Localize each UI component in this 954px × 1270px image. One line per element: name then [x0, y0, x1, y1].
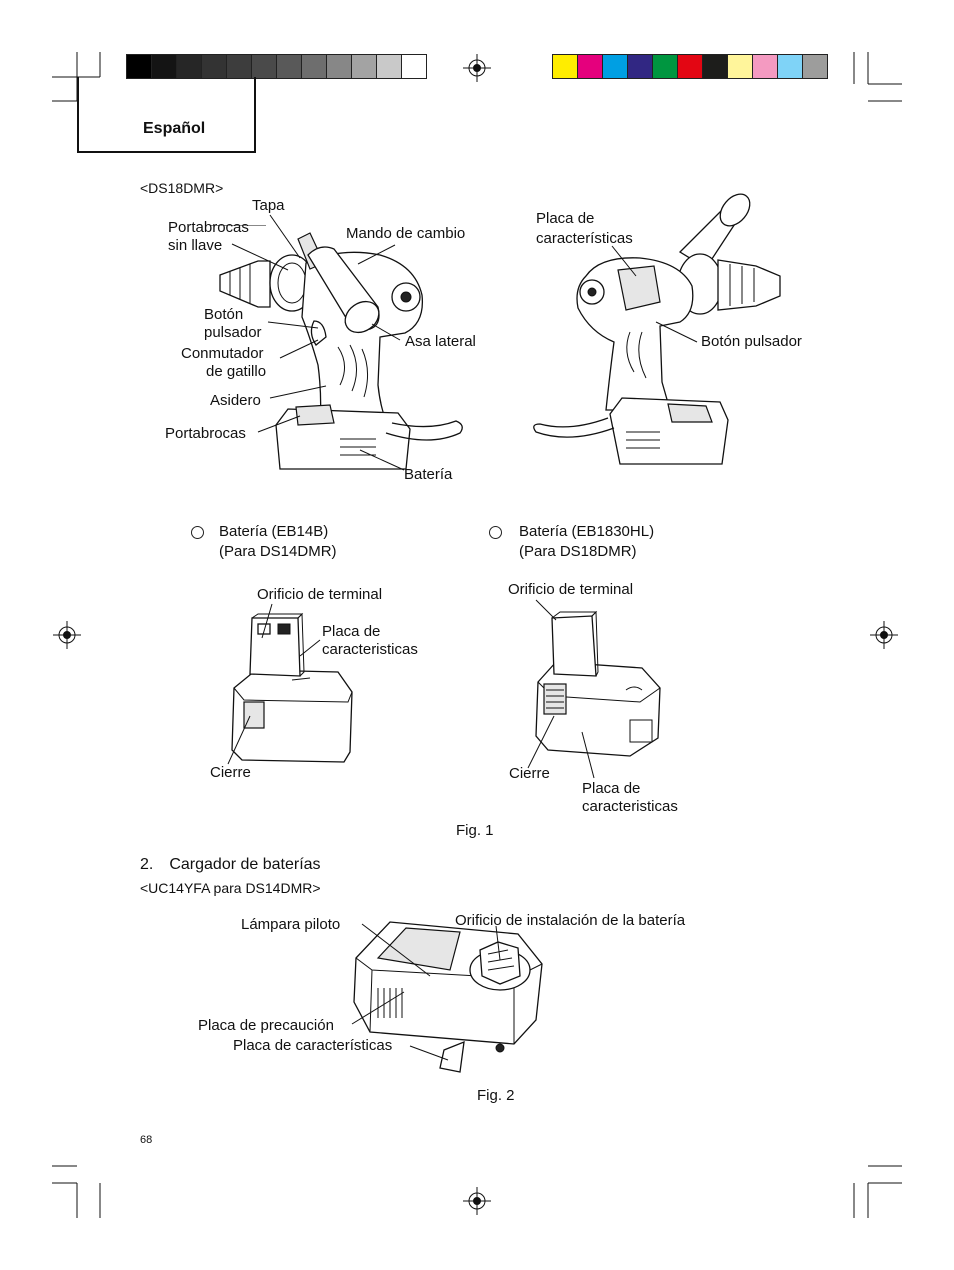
charger-uc14yfa-illustration	[353, 921, 543, 1073]
label-caution-plate: Placa de precaución	[198, 1017, 334, 1034]
color-swatch	[802, 54, 828, 79]
color-swatch	[652, 54, 678, 79]
gray-swatch	[226, 54, 252, 79]
drill-right-leader-lines	[611, 245, 698, 343]
drill-illustration-right	[533, 193, 781, 465]
registration-target-left	[53, 621, 81, 649]
battery-left-nameplate-1: Placa de	[322, 623, 381, 640]
battery-right-latch-label: Cierre	[509, 765, 550, 782]
battery-right-nameplate-1: Placa de	[582, 780, 641, 797]
label-push-button-right: Botón pulsador	[701, 333, 802, 350]
battery-right-nameplate-2: caracteristicas	[582, 798, 678, 815]
battery-eb1830hl-illustration	[535, 610, 661, 757]
label-battery-slot: Orificio de instalación de la batería	[455, 912, 686, 929]
charger-model-label: <UC14YFA para DS14DMR>	[140, 880, 321, 896]
battery-left-title-1: Batería (EB14B)	[219, 523, 329, 540]
battery-left-latch-label: Cierre	[210, 764, 251, 781]
label-bit-holder: Portabrocas	[165, 425, 246, 442]
gray-swatch	[201, 54, 227, 79]
label-grip: Asidero	[210, 392, 261, 409]
label-nameplate-2: características	[536, 230, 633, 247]
drill-left-leader-lines	[231, 214, 405, 471]
gray-swatch	[326, 54, 352, 79]
language-label: Español	[143, 120, 206, 137]
bullet-battery-right	[489, 526, 502, 539]
gray-swatch	[301, 54, 327, 79]
section-2-heading: 2. Cargador de baterías	[140, 856, 321, 873]
battery-left-terminal-label: Orificio de terminal	[257, 586, 383, 603]
figure-1-caption: Fig. 1	[456, 822, 494, 839]
gray-swatch	[251, 54, 277, 79]
label-push-button-left-2: pulsador	[204, 324, 262, 341]
battery-right-leader-lines	[527, 599, 595, 779]
figure-2-caption: Fig. 2	[477, 1087, 515, 1104]
battery-eb14b-illustration	[231, 612, 353, 763]
gray-swatch	[151, 54, 177, 79]
color-swatch	[552, 54, 578, 79]
drill-illustration-left	[210, 225, 463, 470]
page-number: 68	[140, 1134, 153, 1146]
color-swatch	[577, 54, 603, 79]
battery-right-title-2: (Para DS18DMR)	[519, 543, 637, 560]
gray-swatch	[276, 54, 302, 79]
label-keyless-chuck-1: Portabrocas	[168, 219, 249, 236]
label-pilot-lamp: Lámpara piloto	[241, 916, 341, 933]
registration-target-right	[870, 621, 898, 649]
language-tab-box	[77, 77, 256, 153]
bullet-battery-left	[191, 526, 204, 539]
registration-target-bottom	[463, 1187, 491, 1215]
label-battery: Batería	[404, 466, 453, 483]
registration-target-top	[463, 54, 491, 82]
color-swatch	[702, 54, 728, 79]
battery-right-terminal-label: Orificio de terminal	[508, 581, 634, 598]
label-keyless-chuck-2: sin llave	[168, 237, 223, 254]
color-swatch	[777, 54, 803, 79]
color-swatch	[602, 54, 628, 79]
color-swatch	[627, 54, 653, 79]
label-trigger-switch-1: Conmutador	[181, 345, 264, 362]
battery-left-nameplate-2: caracteristicas	[322, 641, 418, 658]
label-nameplate-1: Placa de	[536, 210, 595, 227]
battery-left-leader-lines	[227, 603, 321, 765]
color-swatch	[727, 54, 753, 79]
label-shift-knob: Mando de cambio	[346, 225, 466, 242]
drill-model-label: <DS18DMR>	[140, 180, 224, 196]
label-push-button-left-1: Botón	[204, 306, 244, 323]
battery-right-title-1: Batería (EB1830HL)	[519, 523, 655, 540]
gray-swatch	[351, 54, 377, 79]
label-charger-nameplate: Placa de características	[233, 1037, 393, 1054]
gray-swatch	[401, 54, 427, 79]
label-trigger-switch-2: de gatillo	[206, 363, 267, 380]
label-tapa: Tapa	[252, 197, 285, 214]
label-side-handle: Asa lateral	[405, 333, 476, 350]
charger-leader-lines	[351, 923, 501, 1061]
battery-left-title-2: (Para DS14DMR)	[219, 543, 337, 560]
